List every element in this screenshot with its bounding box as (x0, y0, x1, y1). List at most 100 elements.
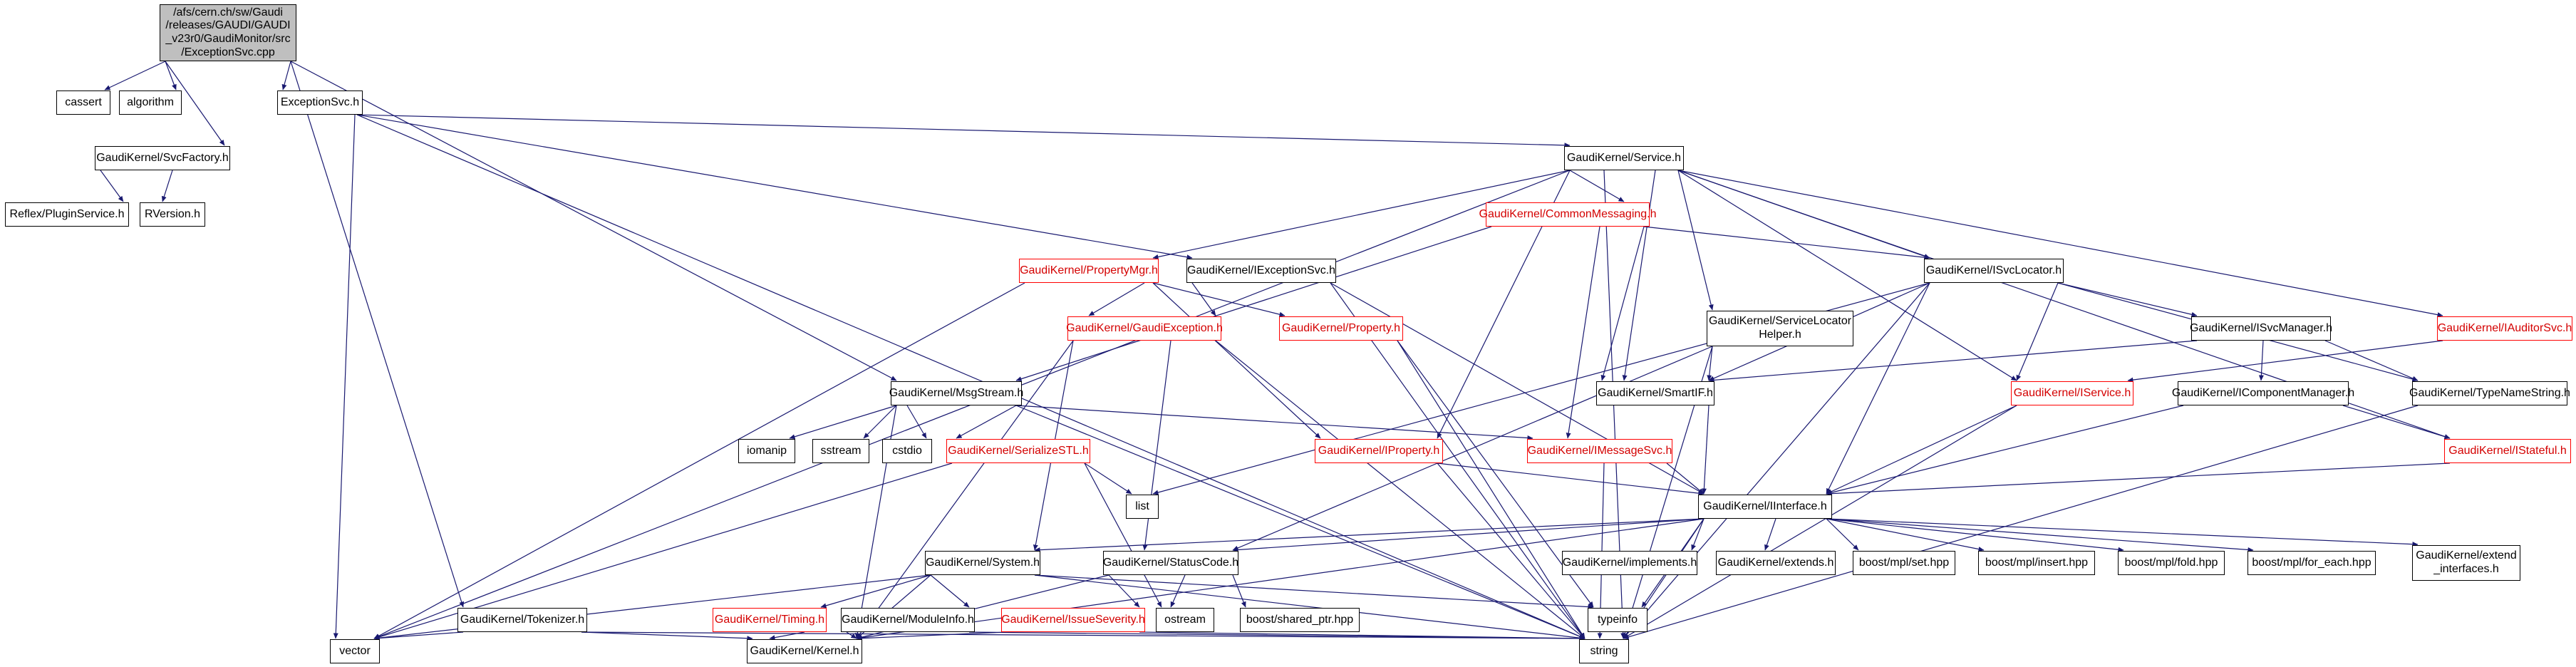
graph-node-imessagesvc[interactable]: GaudiKernel/IMessageSvc.h (1527, 439, 1672, 463)
include-edge-gaudiexception-to-string (1215, 340, 1586, 639)
include-edge-smartif-to-iinterface (1701, 405, 1709, 495)
graph-node-iomanip[interactable]: iomanip (738, 439, 795, 463)
graph-node-isvclocator[interactable]: GaudiKernel/ISvcLocator.h (1924, 259, 2064, 283)
graph-node-label: /afs/cern.ch/sw/Gaudi (173, 6, 283, 19)
graph-node-istateful[interactable]: GaudiKernel/IStateful.h (2444, 439, 2571, 463)
graph-node-vector[interactable]: vector (330, 639, 380, 663)
graph-node-implements[interactable]: GaudiKernel/implements.h (1562, 551, 1697, 575)
include-edge-isvcmanager-to-smartif (1708, 340, 2198, 383)
graph-node-iexceptionsvc[interactable]: GaudiKernel/IExceptionSvc.h (1186, 259, 1336, 283)
graph-node-label: GaudiKernel/SmartIF.h (1598, 386, 1713, 399)
graph-node-icompmgr[interactable]: GaudiKernel/IComponentManager.h (2172, 381, 2354, 405)
graph-node-label: GaudiKernel/IProperty.h (1318, 444, 1440, 457)
include-edge-propertymgr-to-property (1152, 282, 1286, 317)
graph-node-label: GaudiKernel/GaudiException.h (1066, 321, 1223, 334)
include-edge-commonmsg-to-msgstream (1015, 226, 1492, 382)
graph-node-system[interactable]: GaudiKernel/System.h (925, 551, 1040, 575)
include-edge-msgstream-to-cstdio (906, 405, 927, 439)
include-edge-serializestl-to-ostream (1084, 462, 1162, 608)
include-edge-statuscode-to-ostream (1170, 574, 1186, 608)
graph-node-statuscode[interactable]: GaudiKernel/StatusCode.h (1103, 551, 1238, 575)
graph-node-gaudiexception[interactable]: GaudiKernel/GaudiException.h (1066, 316, 1223, 341)
graph-node-label: vector (339, 644, 371, 657)
graph-node-label: GaudiKernel/Property.h (1281, 321, 1400, 334)
graph-node-label: GaudiKernel/Service.h (1566, 151, 1682, 164)
include-edge-commonmsg-to-imessagesvc (1566, 226, 1600, 439)
graph-node-string[interactable]: string (1579, 639, 1629, 663)
graph-node-mplforeach[interactable]: boost/mpl/for_each.hpp (2247, 551, 2376, 575)
graph-node-main[interactable]: /afs/cern.ch/sw/Gaudi/releases/GAUDI/GAU… (160, 4, 296, 61)
graph-node-label: GaudiKernel/ISvcManager.h (2189, 321, 2333, 334)
graph-node-mplfold[interactable]: boost/mpl/fold.hpp (2118, 551, 2225, 575)
include-edge-statuscode-to-issueseverity (1108, 574, 1140, 608)
graph-node-label: /ExceptionSvc.cpp (181, 46, 275, 58)
graph-node-rversion[interactable]: RVersion.h (140, 202, 205, 227)
graph-node-label: GaudiKernel/IInterface.h (1703, 500, 1827, 512)
graph-node-exsvc_h[interactable]: ExceptionSvc.h (277, 91, 363, 115)
graph-node-label: GaudiKernel/ModuleInfo.h (842, 613, 974, 626)
include-edge-gaudiexception-to-kernel (856, 340, 1074, 639)
include-edge-service-to-iauditorsvc (1677, 170, 2443, 318)
graph-node-label: ostream (1164, 613, 1206, 626)
graph-node-commonmsg[interactable]: GaudiKernel/CommonMessaging.h (1479, 202, 1657, 227)
include-edge-propertymgr-to-iproperty (1152, 282, 1321, 439)
graph-node-list[interactable]: list (1126, 495, 1159, 519)
graph-node-extendif[interactable]: GaudiKernel/extend_interfaces.h (2412, 545, 2520, 581)
include-edge-iexceptionsvc-to-string (1330, 282, 1586, 639)
include-edge-exsvc_h-to-service (356, 114, 1571, 148)
graph-node-mplset[interactable]: boost/mpl/set.hpp (1853, 551, 1955, 575)
graph-node-label: boost/mpl/for_each.hpp (2252, 556, 2371, 569)
graph-node-msgstream[interactable]: GaudiKernel/MsgStream.h (889, 381, 1024, 405)
graph-node-label: string (1590, 644, 1618, 657)
graph-node-moduleinfo[interactable]: GaudiKernel/ModuleInfo.h (841, 608, 975, 632)
graph-node-svcfactory[interactable]: GaudiKernel/SvcFactory.h (95, 146, 230, 170)
graph-node-tokenizer[interactable]: GaudiKernel/Tokenizer.h (457, 608, 587, 632)
include-edge-svcfactory-to-pluginsvc (100, 170, 124, 202)
graph-node-propertymgr[interactable]: GaudiKernel/PropertyMgr.h (1019, 259, 1159, 283)
graph-node-kernel[interactable]: GaudiKernel/Kernel.h (747, 639, 862, 663)
graph-node-pluginsvc[interactable]: Reflex/PluginService.h (5, 202, 129, 227)
graph-node-property[interactable]: GaudiKernel/Property.h (1279, 316, 1403, 341)
include-edge-msgstream-to-serializestl (956, 405, 1017, 439)
graph-node-iproperty[interactable]: GaudiKernel/IProperty.h (1315, 439, 1443, 463)
graph-node-label: _v23r0/GaudiMonitor/src (165, 33, 291, 45)
graph-node-smartif[interactable]: GaudiKernel/SmartIF.h (1596, 381, 1714, 405)
include-edge-system-to-moduleinfo (930, 574, 970, 608)
include-edge-timing-to-kernel (769, 631, 805, 641)
graph-node-label: list (1135, 500, 1149, 512)
graph-node-label: cstdio (892, 444, 922, 457)
graph-node-sstream[interactable]: sstream (812, 439, 869, 463)
graph-node-sharedptr[interactable]: boost/shared_ptr.hpp (1240, 608, 1360, 632)
graph-node-mplinsert[interactable]: boost/mpl/insert.hpp (1978, 551, 2095, 575)
graph-node-label: cassert (65, 95, 102, 108)
graph-node-typeinfo[interactable]: typeinfo (1588, 608, 1647, 632)
include-edge-icompmgr-to-istateful (2342, 405, 2451, 440)
graph-node-iauditorsvc[interactable]: GaudiKernel/IAuditorSvc.h (2437, 316, 2572, 341)
graph-node-label: GaudiKernel/MsgStream.h (889, 386, 1024, 399)
graph-node-iinterface[interactable]: GaudiKernel/IInterface.h (1698, 495, 1832, 519)
include-edge-iinterface-to-implements (1691, 518, 1705, 551)
graph-node-label: GaudiKernel/CommonMessaging.h (1479, 207, 1657, 220)
include-edge-tokenizer-to-string (581, 631, 1586, 641)
graph-node-timing[interactable]: GaudiKernel/Timing.h (713, 608, 827, 632)
graph-node-serializestl[interactable]: GaudiKernel/SerializeSTL.h (946, 439, 1090, 463)
include-edge-istateful-to-iinterface (1826, 462, 2451, 497)
graph-node-ostream[interactable]: ostream (1156, 608, 1214, 632)
graph-node-iservice[interactable]: GaudiKernel/IService.h (2011, 381, 2133, 405)
include-edge-iproperty-to-string (1437, 462, 1586, 639)
graph-node-typenamestring[interactable]: GaudiKernel/TypeNameString.h (2409, 381, 2570, 405)
graph-node-issueseverity[interactable]: GaudiKernel/IssueSeverity.h (1001, 608, 1145, 632)
include-edge-typenamestring-to-string (1623, 405, 2419, 640)
include-edge-isvclocator-to-iservice (2016, 282, 2059, 381)
graph-node-service[interactable]: GaudiKernel/Service.h (1564, 146, 1684, 170)
include-edge-issueseverity-to-kernel (856, 631, 1008, 641)
graph-node-algorithm[interactable]: algorithm (119, 91, 182, 115)
graph-node-label: GaudiKernel/Tokenizer.h (460, 613, 585, 626)
graph-node-isvcmanager[interactable]: GaudiKernel/ISvcManager.h (2189, 316, 2333, 341)
graph-node-label: GaudiKernel/extends.h (1717, 556, 1834, 569)
graph-node-cstdio[interactable]: cstdio (882, 439, 932, 463)
graph-node-cassert[interactable]: cassert (56, 91, 110, 115)
graph-node-extends[interactable]: GaudiKernel/extends.h (1716, 551, 1836, 575)
